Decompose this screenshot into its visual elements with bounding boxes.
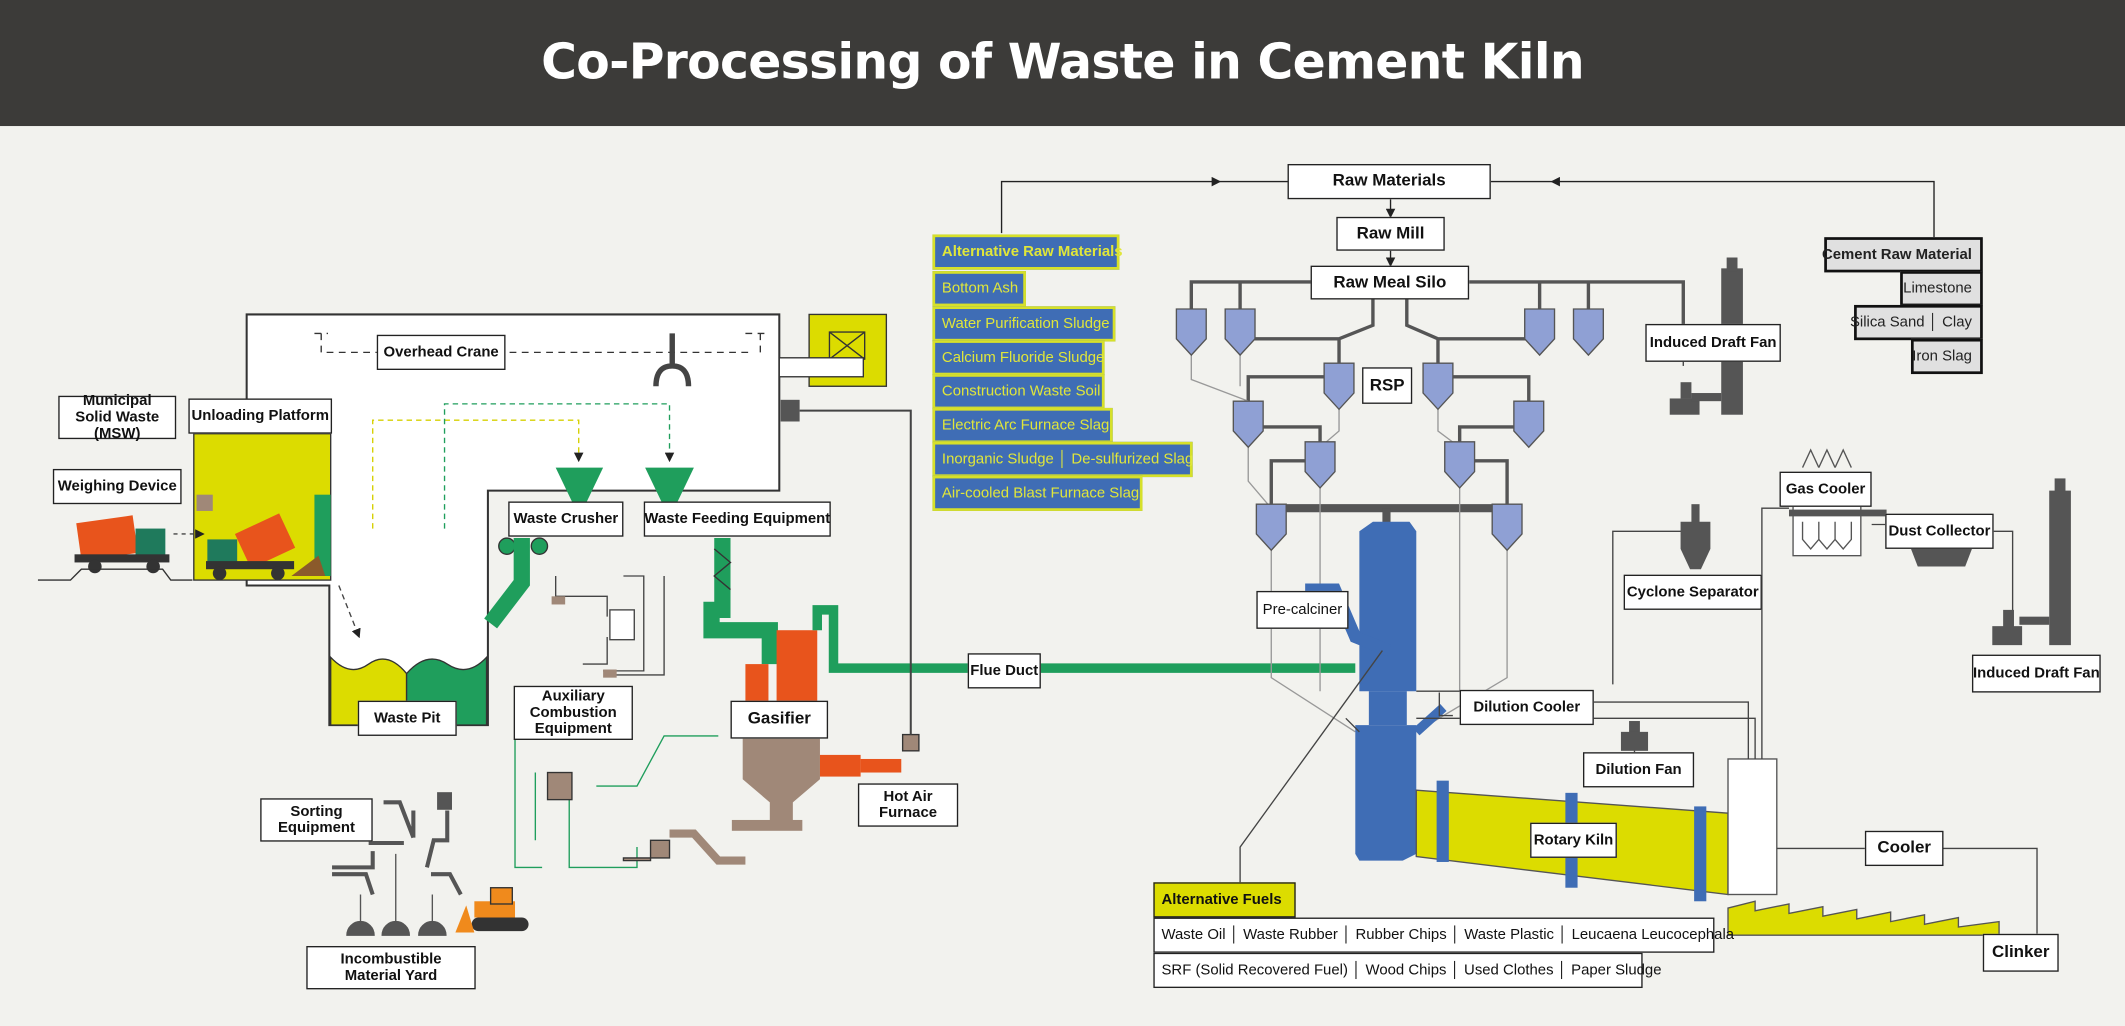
auxiliary-combustion-label: Auxiliary Combustion Equipment: [513, 685, 633, 740]
header: Co-Processing of Waste in Cement Kiln: [0, 0, 2125, 127]
crane-claw-icon: [653, 333, 692, 387]
cyclone-preheater: [1491, 503, 1523, 552]
induced-draft-fan-chimney-right: [1992, 478, 2071, 646]
rotary-kiln-label: Rotary Kiln: [1530, 822, 1617, 858]
flue-duct-label: Flue Duct: [967, 653, 1041, 689]
cyclone-preheater: [1444, 441, 1476, 489]
cooler-label: Cooler: [1864, 830, 1944, 867]
weighing-device-label: Weighing Device: [52, 468, 182, 505]
hot-air-furnace-label: Hot Air Furnace: [857, 783, 959, 827]
alt-raw-materials-title: Alternative Raw Materials: [932, 234, 1123, 270]
truck-unloading-icon: [206, 513, 326, 581]
cyclone-preheater: [1232, 400, 1264, 449]
alt-raw-material-item: Bottom Ash: [932, 271, 1026, 307]
raw-mill-label: Raw Mill: [1336, 216, 1445, 251]
page-title: Co-Processing of Waste in Cement Kiln: [541, 35, 1584, 91]
feeder-hopper: [645, 467, 694, 502]
truck-icon: [37, 515, 193, 581]
induced-draft-fan-top-label: Induced Draft Fan: [1645, 323, 1781, 362]
bulldozer-icon: [455, 887, 529, 933]
cyclone-preheater: [1422, 362, 1454, 411]
cyclone-preheater: [1304, 441, 1336, 489]
waste-pit-label: Waste Pit: [357, 700, 457, 736]
crusher-hopper: [555, 467, 604, 502]
alt-raw-material-item: Electric Arc Furnace Slag: [932, 407, 1113, 444]
raw-materials-label: Raw Materials: [1287, 163, 1491, 200]
rsp-label: RSP: [1362, 367, 1413, 404]
dust-collector-label: Dust Collector: [1885, 513, 1994, 549]
hot-air-furnace-body: [819, 754, 861, 777]
waste-feeding-equipment-label: Waste Feeding Equipment: [643, 501, 831, 537]
cyclone-preheater: [1572, 308, 1604, 357]
msw-label: Municipal Solid Waste (MSW): [58, 393, 177, 442]
clinker-label: Clinker: [1982, 933, 2059, 972]
cyclone-preheater: [1175, 308, 1207, 357]
cyclone-preheater: [1513, 400, 1545, 449]
cyclone-preheater: [1255, 503, 1287, 552]
gasifier-furnace: [776, 630, 818, 703]
pre-calciner-label: Pre-calciner: [1256, 590, 1349, 629]
dilution-fan-label: Dilution Fan: [1582, 752, 1695, 788]
unloading-platform-label: Unloading Platform: [188, 398, 333, 434]
gasifier-label: Gasifier: [730, 700, 829, 739]
cyclone-separator-label: Cyclone Separator: [1623, 574, 1762, 610]
dilution-cooler-label: Dilution Cooler: [1459, 689, 1594, 726]
alt-raw-material-item: Construction Waste Soil: [932, 374, 1105, 410]
sorting-equipment-drawing: [332, 792, 463, 936]
waste-crusher-label: Waste Crusher: [508, 501, 624, 537]
raw-material-flow-lines: [1000, 176, 1935, 267]
cement-raw-material-item: Iron Slag: [1910, 338, 1983, 375]
dilution-fan-icon: [1620, 721, 1649, 751]
cyclone-group: [1175, 308, 1604, 552]
alt-raw-material-item: Air-cooled Blast Furnace Slag: [932, 475, 1143, 511]
gas-cooler-label: Gas Cooler: [1779, 471, 1872, 507]
cyclone-preheater: [1524, 308, 1556, 357]
sorting-equipment-label: Sorting Equipment: [260, 798, 373, 842]
cement-raw-material-item: Limestone: [1900, 271, 1983, 307]
overhead-crane-label: Overhead Crane: [376, 334, 506, 370]
alt-raw-material-item: Inorganic Sludge │ De-sulfurized Slag: [932, 441, 1193, 478]
cement-raw-material-title: Cement Raw Material: [1822, 237, 1983, 273]
alt-raw-material-item: Water Purification Sludge: [932, 306, 1116, 342]
gasifier-body: [742, 738, 820, 820]
cyclone-separator-icon: [1680, 521, 1711, 570]
alternative-fuels-title: Alternative Fuels: [1153, 882, 1296, 918]
raw-meal-silo-label: Raw Meal Silo: [1310, 265, 1470, 300]
alt-raw-material-item: Calcium Fluoride Sludge: [932, 340, 1105, 376]
cement-raw-material-item: Silica Sand │ Clay: [1850, 304, 1983, 341]
cyclone-preheater: [1323, 362, 1355, 411]
alternative-fuels-row: SRF (Solid Recovered Fuel) │ Wood Chips …: [1153, 952, 1661, 989]
cooler-body: [1727, 758, 1778, 896]
precalciner-tower: [1359, 521, 1417, 692]
clinker-teeth: [1727, 900, 2000, 936]
alternative-fuels-row: Waste Oil │ Waste Rubber │ Rubber Chips …: [1153, 917, 1734, 953]
induced-draft-fan-right-label: Induced Draft Fan: [1971, 654, 2101, 693]
incombustible-yard-label: Incombustible Material Yard: [306, 945, 476, 990]
cyclone-preheater: [1224, 308, 1256, 357]
